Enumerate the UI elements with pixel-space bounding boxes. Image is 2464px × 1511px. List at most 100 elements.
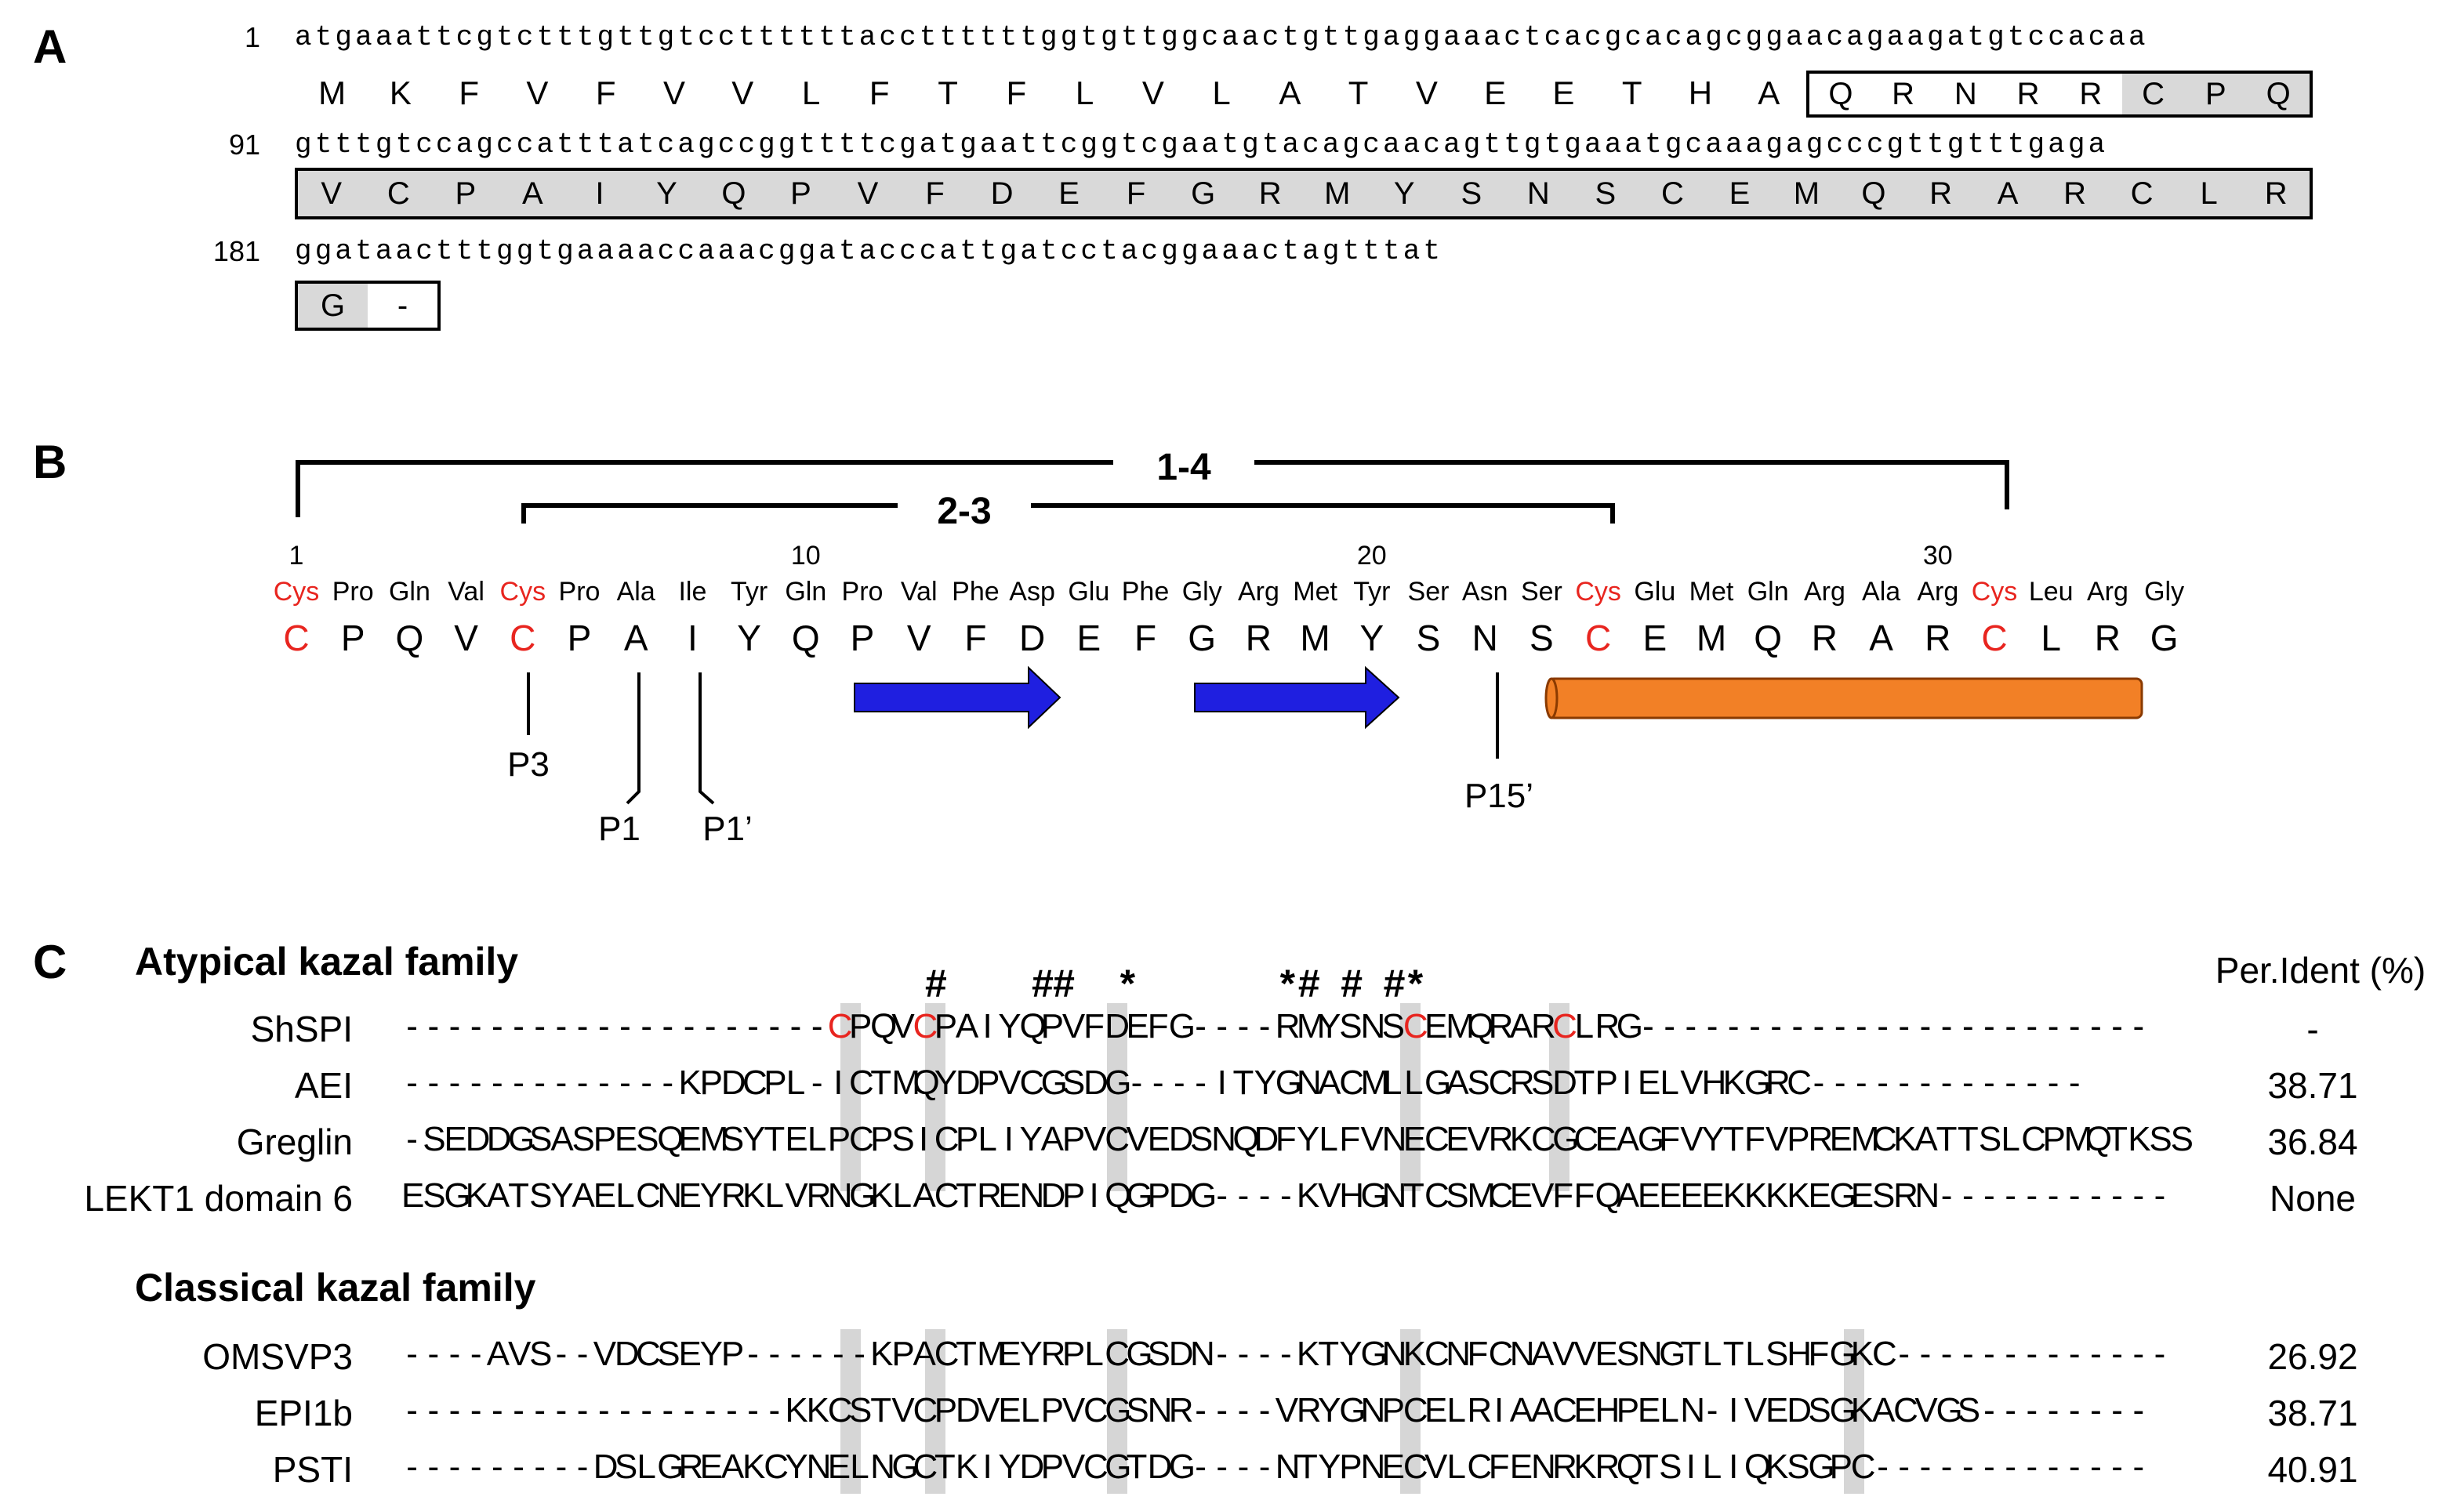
amino-acid: V: [662, 74, 685, 111]
residue-one-letter: E: [1076, 618, 1101, 658]
residue-three-letter: Ala: [617, 577, 655, 607]
sequence-name: PSTI: [272, 1449, 353, 1490]
residue-one-letter: P: [568, 618, 592, 658]
residue-three-letter: Gln: [389, 577, 430, 607]
residue-one-letter: V: [454, 618, 478, 658]
amino-acid: N: [1954, 76, 1977, 111]
residue-one-letter: R: [1925, 618, 1951, 658]
amino-acid: F: [925, 176, 945, 211]
amino-acid: A: [522, 176, 543, 211]
amino-acid: L: [1212, 74, 1231, 111]
per-ident-header: Per.Ident (%): [2215, 950, 2426, 991]
residue-one-letter: M: [1696, 618, 1726, 658]
residue-one-letter: S: [1530, 618, 1554, 658]
residue-one-letter: A: [624, 618, 648, 658]
amino-acid: C: [386, 176, 410, 211]
amino-acid: V: [857, 176, 879, 211]
amino-acid: M: [1324, 176, 1351, 211]
marker-char: #: [1031, 962, 1054, 1006]
residue-three-letter: Ser: [1408, 577, 1450, 607]
residue-three-letter: Cys: [500, 577, 546, 607]
amino-acid: C: [2130, 176, 2154, 211]
residue-three-letter: Gly: [2144, 577, 2184, 607]
residue-three-letter: Pro: [559, 577, 601, 607]
conserved-column: [925, 1003, 945, 1191]
residue-three-letter: Cys: [1575, 577, 1621, 607]
marker-char: #: [925, 962, 947, 1006]
marker-char: #: [1383, 962, 1406, 1006]
amino-acid: T: [1348, 74, 1369, 111]
amino-acid: D: [990, 176, 1014, 211]
residue-three-letter: Ser: [1521, 577, 1562, 607]
residue-one-letter: Y: [1359, 618, 1384, 658]
amino-acid: R: [2079, 76, 2103, 111]
marker-char: #: [1341, 962, 1363, 1006]
residue-one-letter: V: [907, 618, 931, 658]
amino-acid: S: [1461, 176, 1482, 211]
secondary-structure: [854, 665, 2143, 730]
amino-acid: M: [318, 74, 347, 111]
residue-three-letter: Arg: [1238, 577, 1279, 607]
residue-three-letter: Met: [1689, 577, 1734, 607]
residue-three-letter: Met: [1293, 577, 1337, 607]
residue-one-letter: D: [1019, 618, 1045, 658]
amino-acid: F: [595, 74, 616, 111]
residue-one-letter: G: [2150, 618, 2179, 658]
site-label-p15prime: P15’: [1464, 777, 1533, 815]
amino-acid: T: [938, 74, 958, 111]
residue-three-letter: Ala: [1862, 577, 1900, 607]
conserved-column: [1844, 1329, 1864, 1494]
position-number: 20: [1357, 541, 1387, 571]
amino-acid: K: [389, 74, 412, 111]
residue-three-letter: Val: [448, 577, 484, 607]
residue-one-letter: R: [1812, 618, 1838, 658]
conserved-column: [925, 1329, 945, 1494]
residue-one-letter: E: [1642, 618, 1667, 658]
bond-label-2-3: 2-3: [937, 491, 991, 532]
amino-acid: R: [1258, 176, 1282, 211]
amino-acid: R: [2264, 176, 2288, 211]
mature-peptide-box-3: G-: [295, 281, 441, 331]
amino-acid: E: [1552, 74, 1575, 111]
residue-three-letter: Val: [901, 577, 938, 607]
residue-one-letter: C: [283, 618, 309, 658]
position-number: 10: [791, 541, 821, 571]
sequence-name: EPI1b: [254, 1393, 353, 1433]
residue-one-letter: Q: [1754, 618, 1782, 658]
residue-one-letter: N: [1472, 618, 1498, 658]
percent-identity: None: [2270, 1178, 2356, 1219]
residue-one-letter: C: [1981, 618, 2007, 658]
percent-identity: 38.71: [2267, 1393, 2358, 1433]
amino-acid: R: [1892, 76, 1915, 111]
residue-one-letter: S: [1417, 618, 1441, 658]
conserved-column: [1400, 1003, 1421, 1191]
p1-pointer: [626, 672, 640, 805]
amino-acid: P: [2184, 74, 2248, 114]
amino-acid: V: [1141, 74, 1164, 111]
residue-one-letter: L: [2041, 618, 2061, 658]
sequence-name: OMSVP3: [202, 1336, 353, 1377]
dna-row-number: 1: [244, 21, 260, 53]
marker-char: *: [1407, 962, 1424, 1006]
percent-identity: 26.92: [2267, 1336, 2358, 1377]
residue-three-letter: Gln: [785, 577, 826, 607]
amino-acid: G: [298, 284, 368, 328]
amino-acid: M: [1793, 176, 1820, 211]
residue-three-letter: Cys: [1972, 577, 2018, 607]
disulfide-bond-1-4: 1-4: [296, 447, 2009, 517]
marker-char: #: [1053, 962, 1075, 1006]
amino-acid: P: [455, 176, 477, 211]
amino-acid: E: [1058, 176, 1080, 211]
amino-acid: S: [1595, 176, 1617, 211]
position-number: 30: [1923, 541, 1953, 571]
dna-row-number: 181: [212, 235, 260, 267]
residue-one-letter: G: [1188, 618, 1216, 658]
residue-one-letter: P: [851, 618, 875, 658]
conserved-column: [1400, 1329, 1421, 1494]
